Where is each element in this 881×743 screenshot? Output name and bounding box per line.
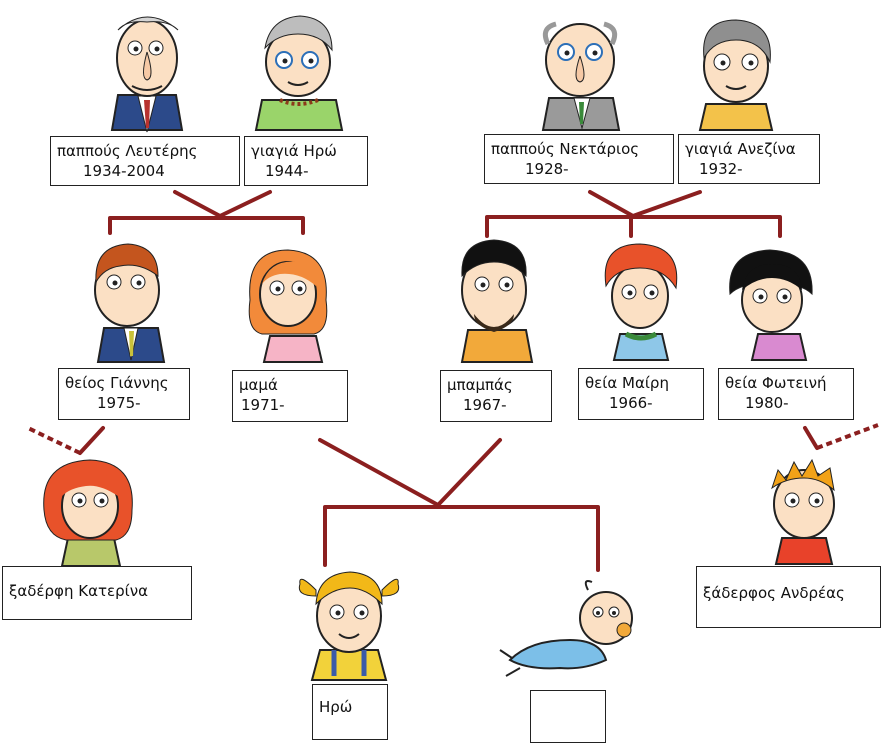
connector-giannis-katerina — [78, 426, 105, 455]
years-grandmother-anezina: 1932- — [699, 160, 743, 178]
dashed-line-andreas — [816, 423, 879, 450]
dashed-line-katerina — [27, 426, 81, 455]
label-baby — [530, 690, 606, 743]
dashed-spouse-lines — [27, 423, 879, 455]
grandmother-anezina-figure — [698, 19, 774, 131]
label-cousin-andreas: ξάδερφος Ανδρέας — [696, 566, 881, 628]
hro-child-figure — [298, 571, 400, 681]
label-grandmother-hro: γιαγιά Ηρώ 1944- — [244, 136, 368, 186]
name-cousin-katerina: ξαδέρφη Κατερίνα — [9, 582, 148, 600]
years-aunt-foteini: 1980- — [745, 394, 789, 412]
years-dad: 1967- — [463, 396, 507, 414]
connector-foteini-andreas — [803, 426, 819, 450]
name-grandmother-hro: γιαγιά Ηρώ — [251, 142, 337, 160]
grandmother-hro-figure — [254, 15, 344, 131]
dad-figure — [460, 239, 534, 363]
uncle-giannis-figure — [94, 243, 166, 363]
label-aunt-foteini: θεία Φωτεινή 1980- — [718, 368, 854, 420]
label-cousin-katerina: ξαδέρφη Κατερίνα — [2, 566, 192, 620]
years-uncle-giannis: 1975- — [97, 394, 141, 412]
name-uncle-giannis: θείος Γιάννης — [65, 374, 169, 392]
connector-parents-children — [318, 438, 600, 572]
name-grandmother-anezina: γιαγιά Ανεζίνα — [685, 140, 796, 158]
label-mom: μαμά 1971- — [232, 370, 348, 422]
aunt-mairi-figure — [604, 243, 678, 361]
name-aunt-foteini: θεία Φωτεινή — [725, 374, 827, 392]
label-hro: Ηρώ — [312, 684, 388, 740]
years-grandmother-hro: 1944- — [265, 162, 309, 180]
label-grandfather-nektarios: παππούς Νεκτάριος 1928- — [484, 134, 674, 184]
connector-left-grandparents — [108, 190, 305, 235]
connector-lines — [78, 190, 819, 572]
years-grandfather-nektarios: 1928- — [525, 160, 569, 178]
label-grandfather-lefteris: παππούς Λευτέρης 1934-2004 — [50, 136, 240, 186]
years-grandfather-lefteris: 1934-2004 — [83, 162, 165, 180]
name-hro: Ηρώ — [319, 698, 353, 716]
cousin-andreas-figure — [771, 458, 835, 565]
name-aunt-mairi: θεία Μαίρη — [585, 374, 669, 392]
grandfather-lefteris-figure — [110, 16, 184, 133]
years-aunt-mairi: 1966- — [609, 394, 653, 412]
name-mom: μαμά — [239, 376, 278, 394]
label-uncle-giannis: θείος Γιάννης 1975- — [58, 368, 190, 420]
years-mom: 1971- — [241, 396, 285, 414]
label-aunt-mairi: θεία Μαίρη 1966- — [578, 368, 704, 420]
connector-right-grandparents — [485, 190, 782, 238]
baby-figure — [499, 580, 633, 677]
label-grandmother-anezina: γιαγιά Ανεζίνα 1932- — [678, 134, 820, 184]
grandfather-nektarios-figure — [541, 21, 621, 131]
name-grandfather-lefteris: παππούς Λευτέρης — [57, 142, 198, 160]
name-dad: μπαμπάς — [447, 376, 513, 394]
mom-figure — [248, 249, 328, 363]
label-dad: μπαμπάς 1967- — [440, 370, 552, 422]
name-cousin-andreas: ξάδερφος Ανδρέας — [703, 584, 845, 602]
cousin-katerina-figure — [43, 459, 133, 567]
aunt-foteini-figure — [729, 249, 813, 361]
name-grandfather-nektarios: παππούς Νεκτάριος — [491, 140, 640, 158]
